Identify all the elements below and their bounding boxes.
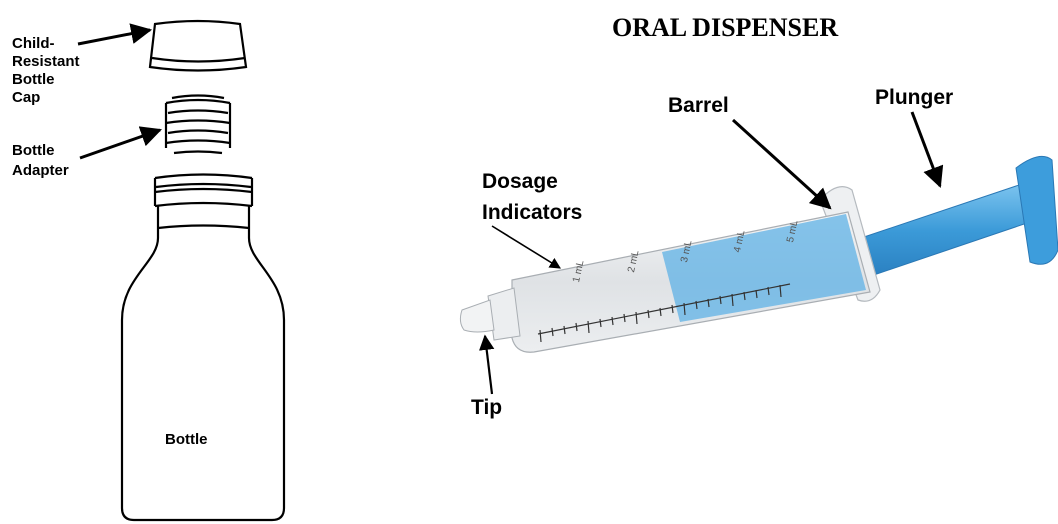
adapter-label-line: Bottle [12,142,55,159]
plunger-arrow [912,112,940,186]
adapter-arrow [80,130,160,158]
dosage-label-line: Indicators [482,201,582,224]
cap-label-line: Cap [12,89,40,106]
bottle-drawing [122,175,284,521]
page-title: ORAL DISPENSER [612,13,838,42]
plunger-label: Plunger [875,86,953,109]
cap-label-line: Bottle [12,71,55,88]
dosage-arrow [492,226,560,268]
plunger-thumb [1016,156,1058,264]
syringe-tip [460,300,494,332]
adapter-label: Bottle Adapter [12,142,69,179]
plunger-rod [855,184,1030,278]
dosage-label-line: Dosage [482,170,558,193]
cap-arrow [78,30,150,44]
bottle-cap-drawing [150,21,246,71]
adapter-label-line: Adapter [12,162,69,179]
bottle-label: Bottle [165,431,208,448]
cap-label-line: Resistant [12,53,80,70]
dosage-label: Dosage Indicators [482,170,582,224]
bottle-adapter-drawing [166,96,230,154]
tip-arrow [485,336,492,394]
syringe-nozzle [488,288,520,340]
tip-label: Tip [471,396,502,419]
barrel-arrow [733,120,830,208]
cap-label-line: Child- [12,35,55,52]
barrel-label: Barrel [668,94,729,117]
cap-label: Child- Resistant Bottle Cap [12,35,84,106]
